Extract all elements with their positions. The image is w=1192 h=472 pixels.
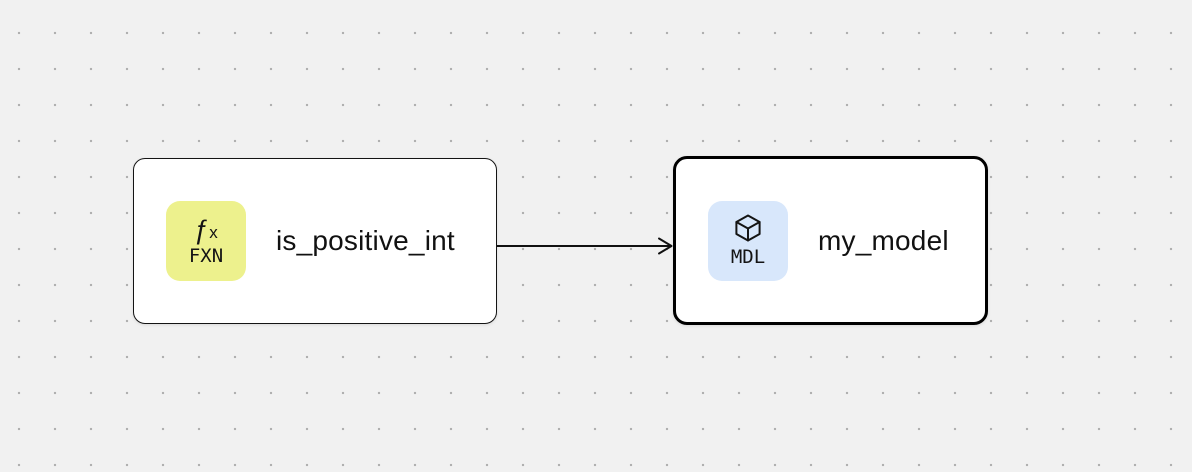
node-label: my_model: [818, 224, 949, 256]
model-badge-tag: MDL: [730, 245, 766, 268]
node-label: is_positive_int: [276, 225, 455, 256]
cube-icon: [732, 211, 764, 245]
edge-is_positive_int-to-my_model[interactable]: [497, 237, 673, 255]
node-my-model[interactable]: MDL my_model: [673, 156, 988, 325]
model-badge: MDL: [708, 200, 788, 281]
function-badge-tag: FXN: [188, 245, 224, 268]
